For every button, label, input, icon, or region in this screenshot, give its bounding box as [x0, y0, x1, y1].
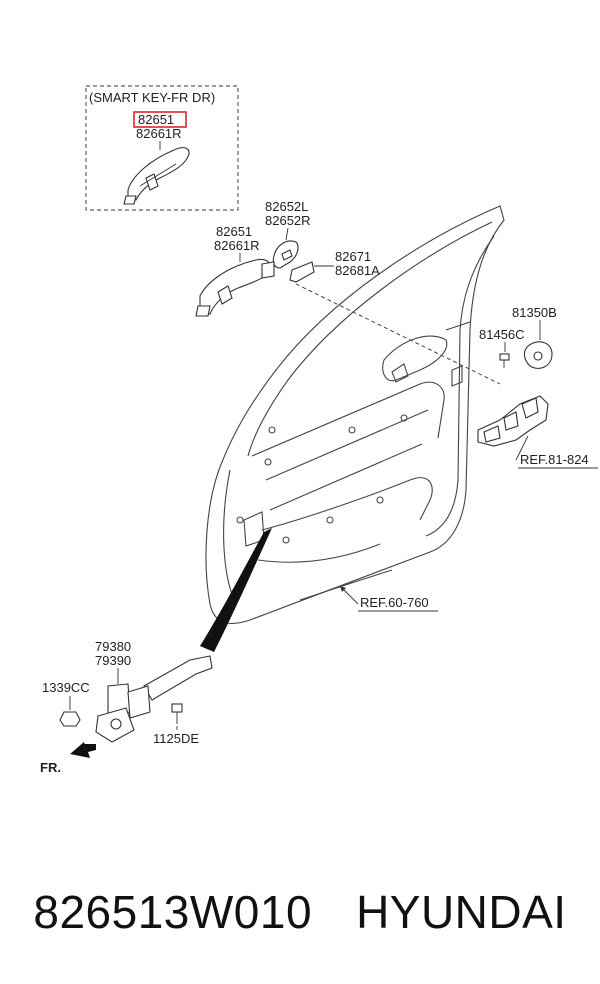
door-latch-drawing: [477, 395, 549, 447]
smart-key-inset-box: [85, 85, 239, 211]
pad-a-label: 82671: [335, 249, 371, 264]
ref-panel-label: REF.60-760: [360, 595, 429, 610]
check-link-wedge: [200, 528, 272, 652]
handle-a-label: 82651: [216, 224, 252, 239]
checker-a-label: 79380: [95, 639, 131, 654]
front-label: FR.: [40, 760, 61, 775]
door-panel-drawing: [205, 205, 505, 624]
checker-b-label: 79390: [95, 653, 131, 668]
screw-drawing: [499, 353, 510, 368]
bolt-drawing: [171, 703, 183, 724]
screw-label: 81456C: [479, 327, 525, 342]
brand-name: HYUNDAI: [356, 886, 567, 938]
nut-drawing: [59, 711, 81, 727]
smart-key-part-b-label: 82661R: [136, 126, 182, 141]
handle-b-label: 82661R: [214, 238, 260, 253]
handle-cover-a-label: 82652L: [265, 199, 308, 214]
handle-cover-b-label: 82652R: [265, 213, 311, 228]
door-checker-drawing: [95, 655, 213, 743]
ref-latch-label: REF.81-824: [520, 452, 589, 467]
nut-label: 1339CC: [42, 680, 90, 695]
outside-handle-drawing: [195, 258, 275, 317]
pad-b-label: 82681A: [335, 263, 380, 278]
cylinder-label: 81350B: [512, 305, 557, 320]
handle-pad-drawing: [289, 261, 315, 283]
smart-key-part-a-label: 82651: [138, 112, 174, 127]
key-cylinder-drawing: [523, 341, 553, 369]
bolt-label: 1125DE: [153, 731, 199, 746]
handle-cover-drawing: [272, 240, 299, 269]
smart-key-box-label: (SMART KEY-FR DR): [89, 90, 215, 105]
smart-key-handle-drawing: [123, 147, 190, 205]
part-number: 826513W010: [33, 886, 313, 938]
caption: 826513W010 HYUNDAI: [0, 872, 600, 952]
highlight-box: [133, 111, 187, 128]
front-arrow-icon: [70, 742, 96, 758]
